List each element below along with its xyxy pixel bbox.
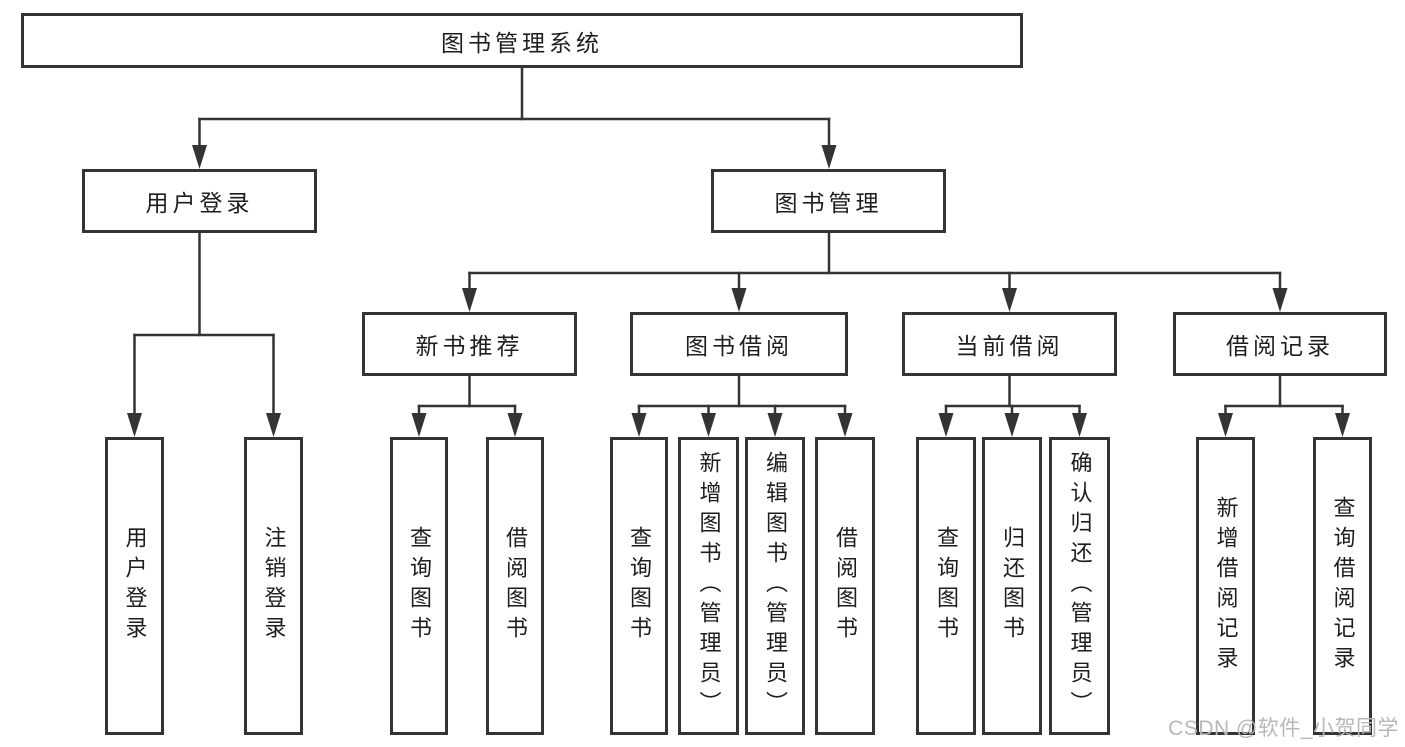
node-leaf-borrow-borrow: 借阅图书	[815, 437, 875, 735]
node-leaf-current-confirm-admin: 确认归还（管理员）	[1049, 437, 1110, 735]
node-book-management: 图书管理	[711, 169, 946, 233]
node-leaf-newbook-query: 查询图书	[390, 437, 448, 735]
node-leaf-records-query: 查询借阅记录	[1313, 437, 1372, 735]
node-leaf-current-query: 查询图书	[916, 437, 976, 735]
node-user-login: 用户登录	[82, 169, 317, 233]
node-leaf-records-add: 新增借阅记录	[1196, 437, 1255, 735]
watermark: CSDN @软件_小贺同学	[1168, 717, 1399, 740]
node-root-system: 图书管理系统	[21, 13, 1023, 68]
node-leaf-borrow-edit-admin: 编辑图书（管理员）	[745, 437, 805, 735]
node-current-borrowing: 当前借阅	[902, 312, 1117, 376]
node-leaf-user-login: 用户登录	[105, 437, 164, 735]
node-leaf-newbook-borrow: 借阅图书	[486, 437, 544, 735]
node-borrowing-records: 借阅记录	[1173, 312, 1387, 376]
node-leaf-current-return: 归还图书	[982, 437, 1042, 735]
node-leaf-borrow-add-admin: 新增图书（管理员）	[678, 437, 739, 735]
node-leaf-borrow-query: 查询图书	[610, 437, 668, 735]
node-new-book-recommend: 新书推荐	[362, 312, 577, 376]
node-book-borrowing: 图书借阅	[630, 312, 848, 376]
node-leaf-logout: 注销登录	[244, 437, 303, 735]
